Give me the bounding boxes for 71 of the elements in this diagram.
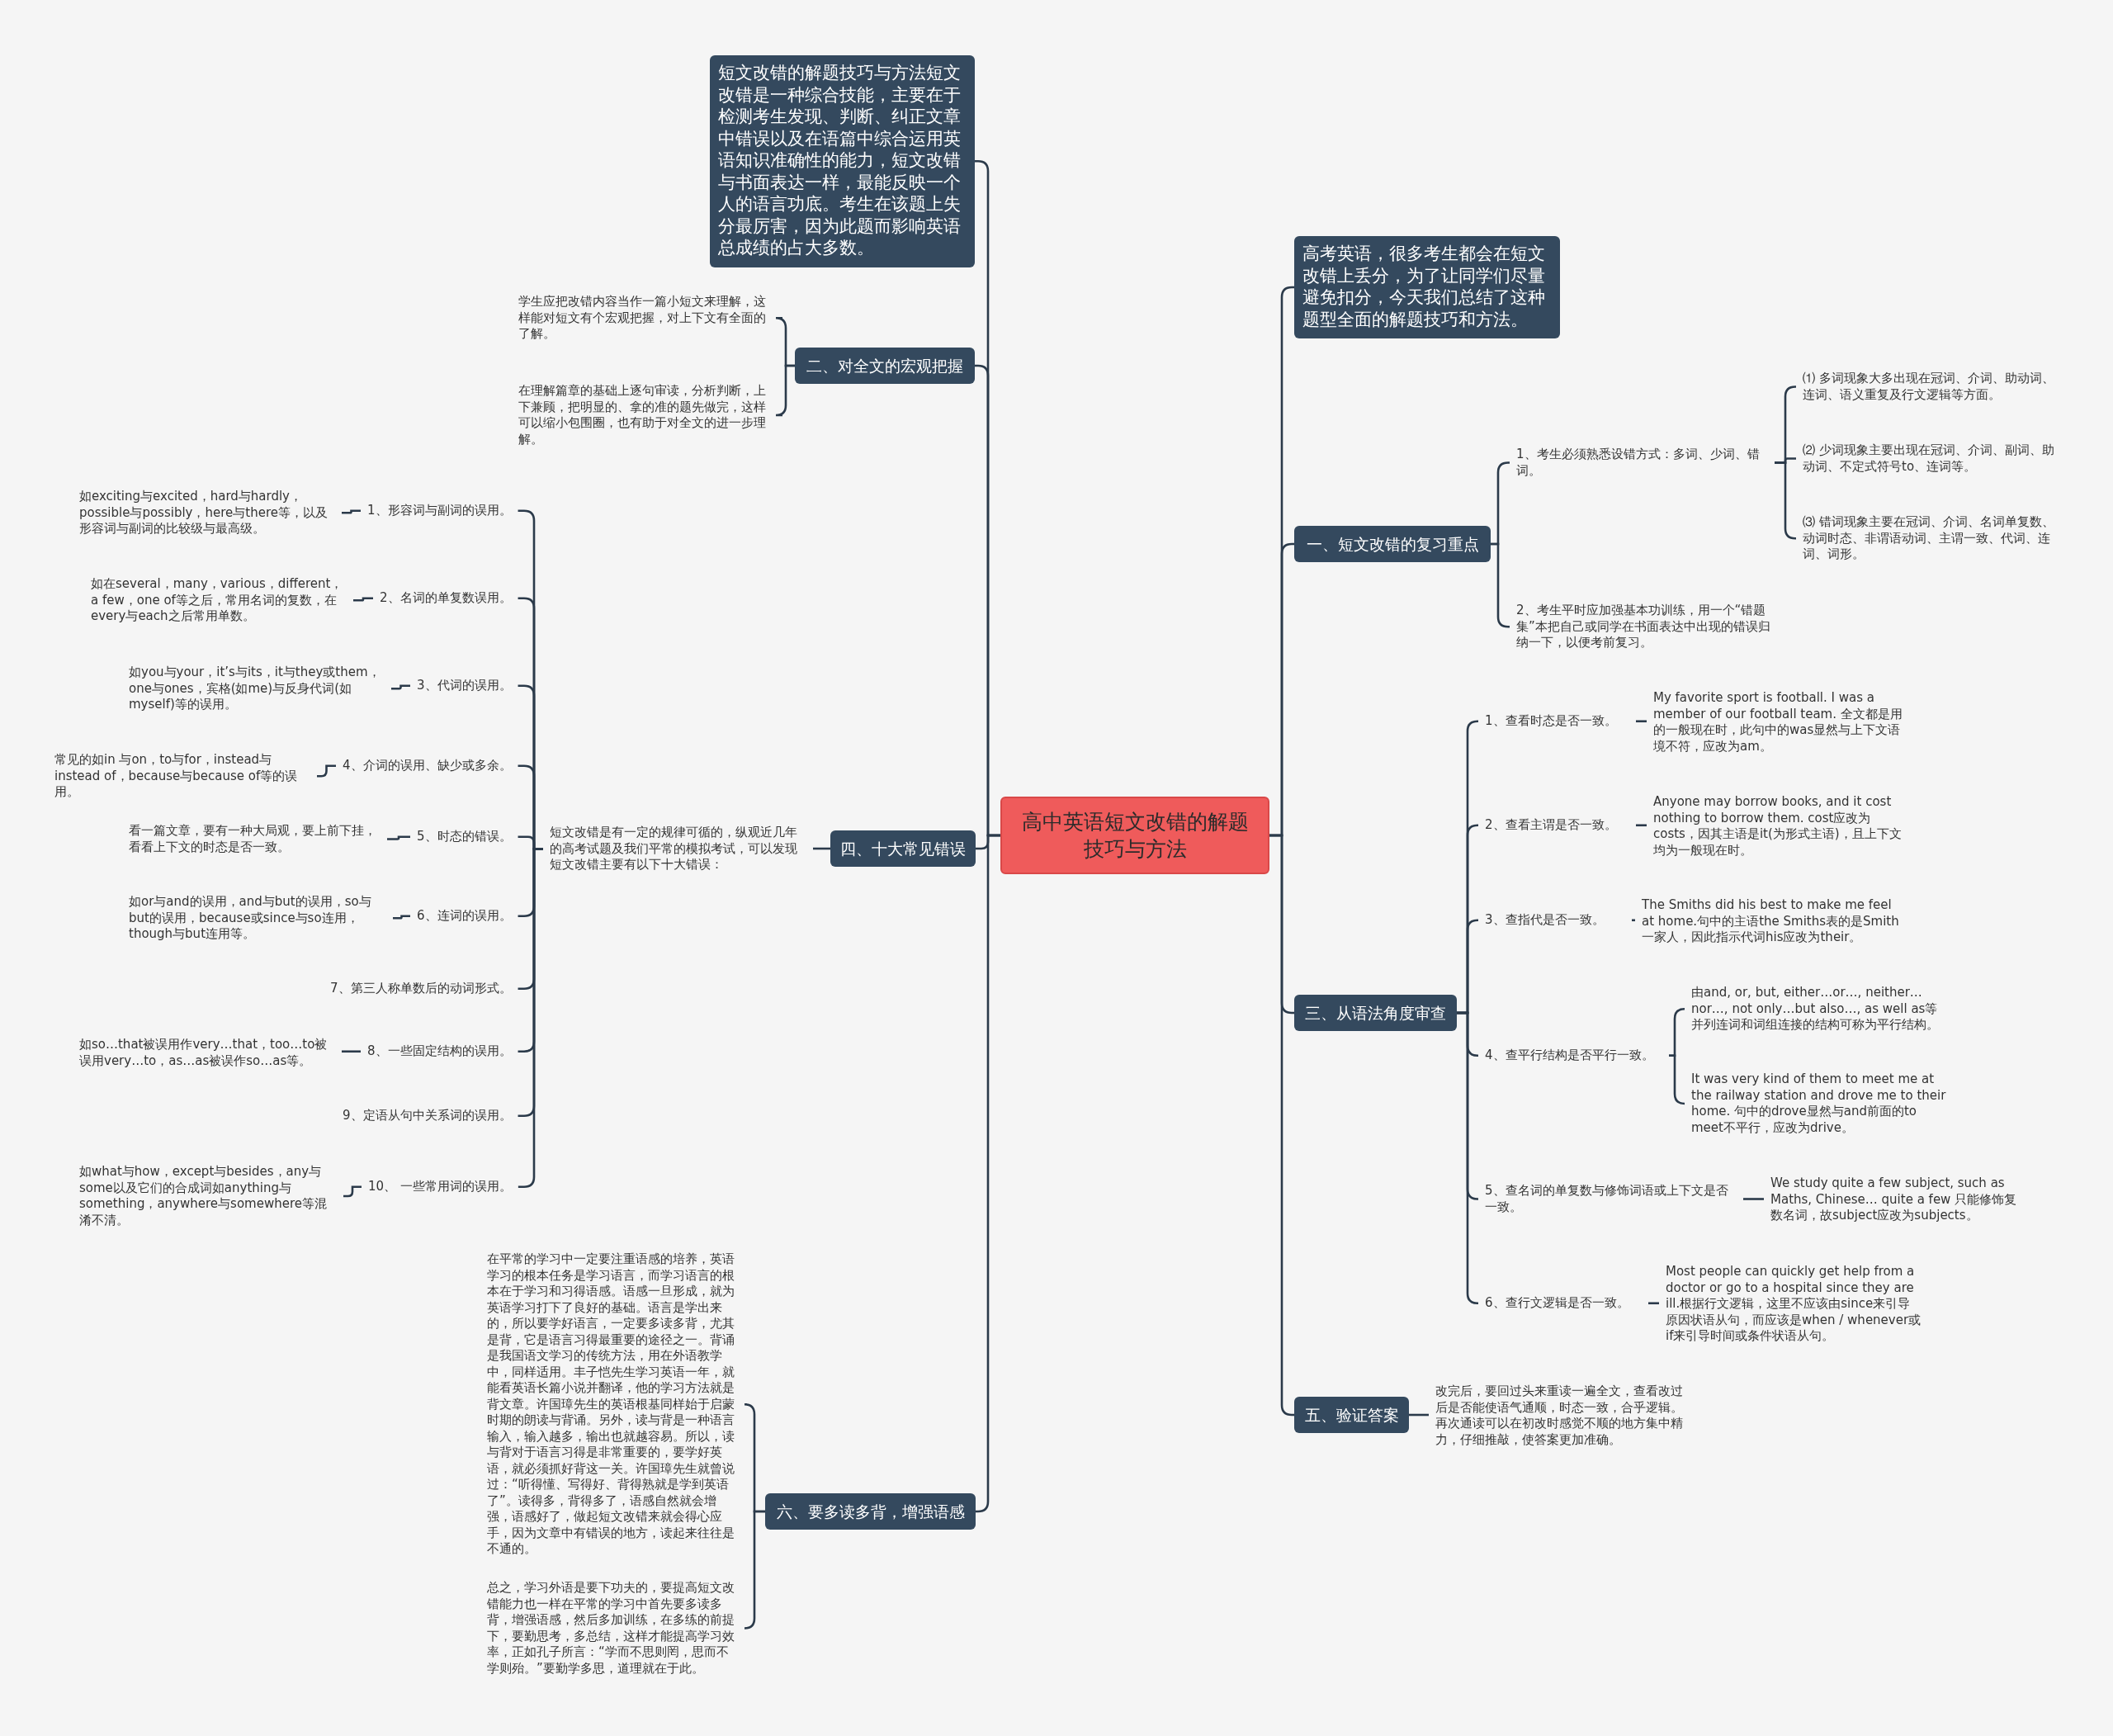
branch-box: 六、要多读多背，增强语感 — [765, 1493, 976, 1530]
connector-line — [1457, 1011, 1479, 1305]
note-text: 如exciting与excited，hard与hardly，possible与possibly，here与there等，以及形容词与副词的比较级与最高级。 — [79, 489, 335, 537]
subtopic-text: 8、一些固定结构的误用。 — [367, 1043, 512, 1060]
subtopic-text: 6、连词的误用。 — [417, 908, 512, 925]
connector-line — [393, 915, 410, 920]
connector-line — [1648, 1302, 1659, 1305]
note-text: 短文改错是有一定的规律可循的，纵观近几年的高考试题及我们平常的模拟考试，可以发现短文改错主要有以下十大错误： — [550, 825, 806, 873]
note-text: The Smiths did his best to make me feel at home.句中的主语the Smiths表的是Smith一家人，因此指示代词his应改为their。 — [1642, 897, 1902, 946]
connector-line — [343, 1185, 362, 1198]
branch-box: 二、对全文的宏观把握 — [795, 348, 975, 384]
subtopic-text: 7、第三人称单数后的动词形式。 — [330, 981, 512, 997]
note-text: 在平常的学习中一定要注重语感的培养，英语学习的根本任务是学习语言，而学习语言的根本在于学习和习得语感。语感一旦形成，就为英语学习打下了良好的基础。语言是学出来的，所以要学好语言，一定要多读多背，尤其是背，它是语言习得最重要的途径之一。背诵是我国语文学习的传统方法，用在外语教学中，同样适用。丰子恺先生学习英语一年，就能看英语长篇小说并翻译，他的学习方法就是背文章。许国璋先生的英语根基同样始于启蒙时期的朗读与背诵。另外，读与背是一种语言输入，输入越多，输出也就越容易。所以，读与背对于语言习得是非常重要的，要学好英语，就必须抓好背这一关。许国璋先生就曾说过：“听得懂、写得好、背得熟就是学到英语了”。读得多，背得多了，语感自然就会增强，语感好了，做起短文改错来就会得心应手，因为文章中有错误的地方，读起来往往是不通的。 — [487, 1251, 740, 1558]
connector-line — [1669, 1054, 1686, 1105]
note-text: 2、考生平时应加强基本功训练，用一个“错题集”本把自己或同学在书面表达中出现的错误归纳一下，以便考前复习。 — [1516, 603, 1772, 651]
subtopic-text: 3、代词的误用。 — [417, 678, 512, 694]
connector-line — [391, 684, 410, 690]
branch-box: 三、从语法角度审查 — [1294, 995, 1457, 1031]
note-text: 如or与and的误用，and与but的误用，so与but的误用，because或since与so连用，though与but连用等。 — [129, 894, 386, 943]
topic-box: 短文改错的解题技巧与方法短文改错是一种综合技能，主要在于检测考生发现、判断、纠正文章中错误以及在语篇中综合运用英语知识准确性的能力，短文改错与书面表达一样，最能反映一个人的语言功底。考生在该题上失分最厉害，因为此题而影响英语总成绩的占大多数。 — [710, 55, 975, 267]
note-text: 常见的如in 与on，to与for，instead与instead of，because与because of等的误用。 — [54, 752, 310, 801]
note-text: 改完后，要回过头来重读一遍全文，查看改过后是否能使语气通顺，时态一致，合乎逻辑。再次通读可以在初改时感觉不顺的地方集中精力，仔细推敲，使答案更加准确。 — [1435, 1384, 1693, 1448]
note-text: ⑶ 错词现象主要在冠词、介词、名词单复数、动词时态、非谓语动词、主谓一致、代词、连词、词形。 — [1803, 514, 2057, 563]
connector-line — [387, 835, 410, 840]
connector-line — [1636, 720, 1647, 723]
note-text: My favorite sport is football. I was a member of our football team. 全文都是用的一般现在时，此句中的was显然与上下文语境不符，应改为am。 — [1653, 690, 1909, 754]
subtopic-text: 1、形容词与副词的误用。 — [367, 503, 512, 519]
note-text: 3、查指代是否一致。 — [1485, 912, 1625, 929]
note-text: 1、考生必须熟悉设错方式：多词、少词、错词。 — [1516, 447, 1768, 479]
connector-line — [1632, 919, 1635, 922]
note-text: 总之，学习外语是要下功夫的，要提高短文改错能力也一样在平常的学习中首先要多读多背，增强语感，然后多加训练，在多练的前提下，要勤思考，多总结，这样才能提高学习效率，正如孔子所言：“学而不思则罔，思而不学则殆。”要勤学多思，道理就在于此。 — [487, 1580, 740, 1677]
subtopic-text: 10、 一些常用词的误用。 — [368, 1179, 512, 1195]
note-text: 4、查平行结构是否平行一致。 — [1485, 1048, 1662, 1064]
note-text: ⑵ 少词现象主要出现在冠词、介词、副词、助动词、不定式符号to、连词等。 — [1803, 442, 2057, 475]
note-text: 6、查行文逻辑是否一致。 — [1485, 1295, 1642, 1312]
subtopic-text: 5、时态的错误。 — [417, 829, 512, 845]
connector-line — [317, 764, 336, 778]
note-text: 如在several，many，various，different，a few，one of等之后，常用名词的复数，在every与each之后常用单数。 — [91, 576, 347, 625]
connector-line — [1409, 1413, 1429, 1417]
note-text: 如what与how，except与besides，any与some以及它们的合成词如anything与something，anywhere与somewhere等混淆不清。 — [79, 1164, 337, 1228]
note-text: 在理解篇章的基础上逐句审读，分析判断，上下兼顾，把明显的、拿的准的题先做完，这样可以缩小包围圈，也有助于对全文的进一步理解。 — [518, 383, 776, 447]
note-text: 如you与your，it’s与its，it与they或them，one与ones，宾格(如me)与反身代词(如myself)等的误用。 — [129, 665, 385, 713]
note-text: Anyone may borrow books, and it cost nothing to borrow them. cost应改为costs，因其主语是it(为形式主语)，且上下文均为一般现在时。 — [1653, 794, 1909, 859]
note-text: 如so…that被误用作very…that，too…to被误用very…to，as…as被误作so…as等。 — [79, 1037, 335, 1069]
note-text: 学生应把改错内容当作一篇小短文来理解，这样能对短文有个宏观把握，对上下文有全面的了解。 — [518, 294, 776, 343]
branch-box: 四、十大常见错误 — [830, 830, 976, 867]
note-text: ⑴ 多词现象大多出现在冠词、介词、助动词、连词、语义重复及行文逻辑等方面。 — [1803, 371, 2057, 403]
subtopic-text: 4、介词的误用、缺少或多余。 — [343, 758, 512, 774]
connector-line — [774, 364, 795, 417]
note-text: 看一篇文章，要有一种大局观，要上前下挂，看看上下文的时态是否一致。 — [129, 823, 381, 855]
subtopic-text: 2、名词的单复数误用。 — [380, 590, 512, 607]
connector-line — [813, 847, 830, 850]
connector-line — [1775, 461, 1797, 540]
note-text: It was very kind of them to meet me at the railway station and drove me to their home. 句中的drove显然与and前面的to meet不平行，应改为drive。 — [1691, 1071, 1951, 1136]
topic-box: 高考英语，很多考生都会在短文改错上丢分，为了让同学们尽量避免扣分，今天我们总结了这种题型全面的解题技巧和方法。 — [1294, 236, 1560, 338]
note-text: 2、查看主谓是否一致。 — [1485, 817, 1629, 834]
connector-line — [342, 509, 361, 514]
connector-line — [1743, 1198, 1764, 1200]
central-topic-box: 高中英语短文改错的解题技巧与方法 — [1000, 797, 1269, 874]
connector-line — [353, 597, 373, 602]
branch-box: 五、验证答案 — [1294, 1397, 1409, 1433]
note-text: Most people can quickly get help from a doctor or go to a hospital since they are ill.根据行文逻辑，这里不应该由since来引导原因状语从句，而应该是when / whenever或if来引导时间或条件状语从句。 — [1666, 1264, 1922, 1345]
note-text: 1、查看时态是否一致。 — [1485, 713, 1629, 730]
note-text: 由and, or, but, either…or…, neither…nor…, not only…but also…, as well as等并列连词和词组连接的结构可称为平行结构。 — [1691, 985, 1947, 1034]
branch-box: 一、短文改错的复习重点 — [1294, 526, 1491, 562]
connector-line — [743, 1510, 765, 1630]
note-text: 5、查名词的单复数与修饰词语或上下文是否一致。 — [1485, 1183, 1737, 1215]
note-text: We study quite a few subject, such as Maths, Chinese… quite a few 只能修饰复数名词，故subject应改为subjects。 — [1770, 1175, 2026, 1224]
connector-line — [342, 1050, 361, 1053]
connector-line — [1636, 824, 1647, 827]
subtopic-text: 9、定语从句中关系词的误用。 — [343, 1108, 512, 1124]
